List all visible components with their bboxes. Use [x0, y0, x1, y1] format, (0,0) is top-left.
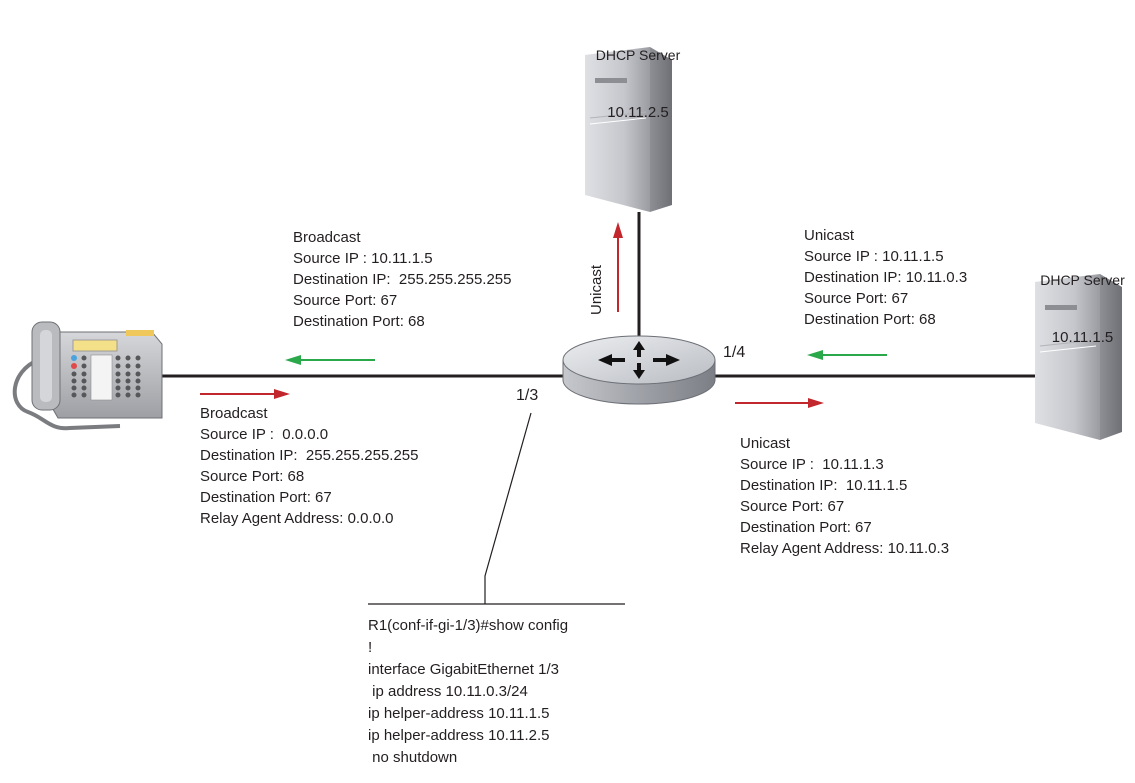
router-config-block: R1(conf-if-gi-1/3)#show config ! interfa… [368, 615, 568, 769]
unicast-vertical-label: Unicast [588, 264, 605, 315]
broadcast-reply-destination-port: Destination Port: 68 [293, 313, 425, 330]
unicast-request-relay-agent: Relay Agent Address: 10.11.0.3 [740, 540, 950, 557]
unicast-reply-block: Unicast Source IP : 10.11.1.5 Destinatio… [804, 225, 967, 330]
config-line-interface: interface GigabitEthernet 1/3 [368, 661, 559, 678]
unicast-request-destination-port: Destination Port: 67 [740, 519, 872, 536]
unicast-request-source-port: Source Port: 67 [740, 498, 845, 515]
unicast-request-block: Unicast Source IP : 10.11.1.3 Destinatio… [740, 433, 949, 559]
config-callout-line [484, 412, 532, 604]
broadcast-request-type: Broadcast [200, 405, 268, 422]
reply-arrow-phone [285, 355, 375, 365]
config-line-helper-1: ip helper-address 10.11.1.5 [368, 705, 550, 722]
unicast-reply-type: Unicast [804, 227, 855, 244]
broadcast-request-block: Broadcast Source IP : 0.0.0.0 Destinatio… [200, 403, 419, 529]
broadcast-request-relay-agent: Relay Agent Address: 0.0.0.0 [200, 510, 394, 527]
unicast-request-destination-ip: Destination IP: 10.11.1.5 [740, 477, 908, 494]
dhcp-server-right-icon [1035, 274, 1122, 440]
broadcast-reply-source-ip: Source IP : 10.11.1.5 [293, 250, 433, 267]
network-links [155, 212, 1035, 605]
broadcast-reply-type: Broadcast [293, 229, 361, 246]
ip-phone-icon [12, 321, 163, 431]
broadcast-reply-block: Broadcast Source IP : 10.11.1.5 Destinat… [293, 227, 512, 332]
unicast-request-source-ip: Source IP : 10.11.1.3 [740, 456, 884, 473]
server-right-ip: 10.11.1.5 [1051, 329, 1114, 346]
request-arrow-server-right [735, 398, 824, 408]
router-icon [562, 335, 716, 405]
server-top-ip: 10.11.2.5 [607, 104, 669, 121]
server-top-title: DHCP Server [595, 47, 681, 63]
config-line-helper-2: ip helper-address 10.11.2.5 [368, 727, 550, 744]
unicast-reply-destination-ip: Destination IP: 10.11.0.3 [804, 269, 968, 286]
request-arrow-phone [200, 389, 290, 399]
config-line-ip-address: ip address 10.11.0.3/24 [368, 683, 528, 700]
port-label-right: 1/4 [723, 344, 746, 361]
config-line-separator: ! [368, 639, 373, 656]
port-label-left: 1/3 [516, 387, 539, 404]
server-right-label: DHCP Server 10.11.1.5 [1030, 233, 1135, 366]
unicast-reply-source-ip: Source IP : 10.11.1.5 [804, 248, 944, 265]
broadcast-reply-source-port: Source Port: 67 [293, 292, 398, 309]
broadcast-request-source-port: Source Port: 68 [200, 468, 305, 485]
broadcast-reply-destination-ip: Destination IP: 255.255.255.255 [293, 271, 512, 288]
config-line-prompt: R1(conf-if-gi-1/3)#show config [368, 617, 569, 634]
broadcast-request-source-ip: Source IP : 0.0.0.0 [200, 426, 329, 443]
unicast-request-type: Unicast [740, 435, 791, 452]
server-top-label: DHCP Server 10.11.2.5 [584, 8, 692, 141]
unicast-reply-source-port: Source Port: 67 [804, 290, 909, 307]
config-line-no-shutdown: no shutdown [368, 749, 458, 766]
broadcast-request-destination-ip: Destination IP: 255.255.255.255 [200, 447, 419, 464]
request-arrow-server-top [613, 222, 623, 312]
server-right-title: DHCP Server [1040, 272, 1125, 288]
dhcp-server-top-icon [585, 47, 672, 212]
reply-arrow-server-right [807, 350, 887, 360]
broadcast-request-destination-port: Destination Port: 67 [200, 489, 332, 506]
unicast-reply-destination-port: Destination Port: 68 [804, 311, 936, 328]
